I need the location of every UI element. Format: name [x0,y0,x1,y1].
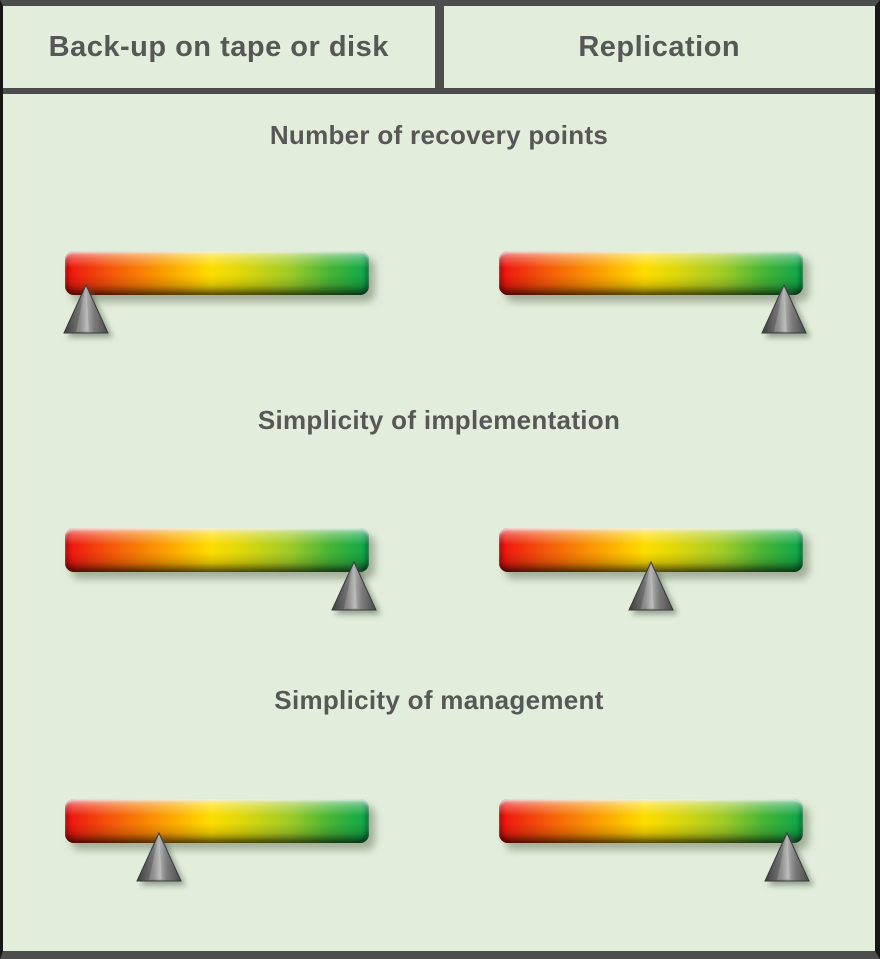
header-label-replication: Replication [578,30,741,63]
bar-row-recovery-points [3,251,876,334]
bar-row-implementation [3,528,876,611]
bar-cell-backup [3,251,442,334]
position-marker-icon [764,831,811,882]
rating-scale-backup-recovery [63,251,369,334]
rating-scale-backup-management [65,799,369,882]
section-title-implementation: Simplicity of implementation [257,405,621,435]
section-title-recovery-points: Number of recovery points [269,120,609,150]
position-marker-icon [331,560,377,611]
bar-cell-backup [3,528,442,611]
header-cell-backup: Back-up on tape or disk [3,6,435,88]
header-label-backup: Back-up on tape or disk [48,30,389,63]
position-marker-icon [63,283,110,334]
section-title-management: Simplicity of management [274,685,604,715]
rating-scale-replication-recovery [498,251,808,334]
header-cell-replication: Replication [444,6,876,88]
bar-cell-replication [442,528,876,611]
position-marker-icon [627,560,674,611]
bar-cell-replication [442,251,876,334]
rating-scale-replication-management [498,799,811,882]
header-divider [434,6,444,88]
position-marker-icon [761,283,808,334]
bar-cell-backup [3,799,442,882]
bar-cell-replication [442,799,876,882]
rating-scale-replication-implementation [498,528,803,611]
position-marker-icon [136,831,183,882]
bar-row-management [3,799,876,882]
rating-scale-backup-implementation [65,528,377,611]
table-header: Back-up on tape or disk Replication [3,6,875,94]
